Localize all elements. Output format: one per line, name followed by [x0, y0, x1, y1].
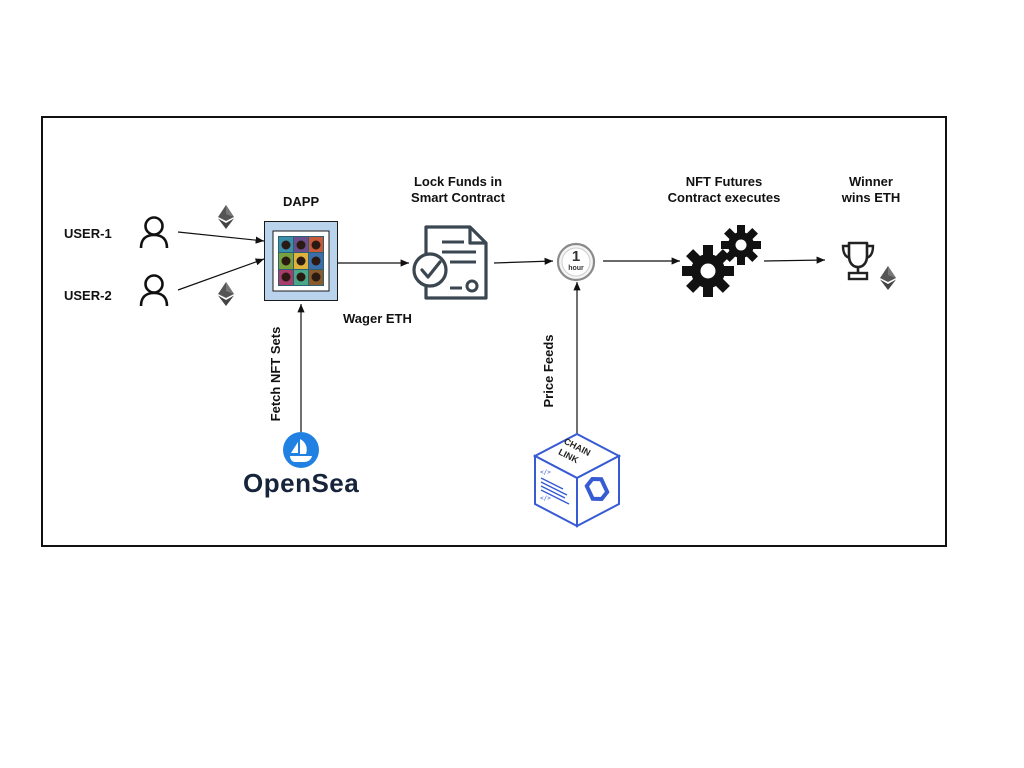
arrow-user2-dapp: [177, 258, 265, 291]
nft-futures-line1: NFT Futures: [685, 174, 763, 189]
diagram-frame: [41, 116, 947, 547]
fetch-nft-sets-label: Fetch NFT Sets: [268, 326, 283, 422]
contract-document-icon: [412, 225, 488, 300]
opensea-wordmark: OpenSea: [243, 468, 360, 498]
winner-label: Winner wins ETH: [832, 174, 910, 206]
chainlink-cube-shape: </> </>: [533, 432, 622, 528]
ethereum-icon: [880, 266, 896, 290]
lock-funds-line1: Lock Funds in: [413, 174, 503, 189]
clock-unit: hour: [568, 265, 584, 272]
chainlink-cube-icon: </> </> CHAIN LINK: [533, 432, 623, 528]
winner-line1: Winner: [849, 174, 893, 189]
user2-label: USER-2: [64, 288, 112, 303]
clock-face: [556, 242, 596, 282]
nft-grid-icon: [264, 221, 338, 301]
arrow-lock-clock: [493, 257, 554, 265]
user1-label: USER-1: [64, 226, 112, 241]
lock-funds-label: Lock Funds in Smart Contract: [400, 174, 516, 206]
opensea-logo-icon: [283, 432, 319, 468]
wager-eth-label: Wager ETH: [343, 311, 412, 326]
user-icon: [139, 274, 169, 307]
lock-funds-line2: Smart Contract: [411, 190, 505, 205]
nft-futures-label: NFT Futures Contract executes: [656, 174, 792, 206]
clock-number: 1: [571, 248, 581, 265]
user-icon: [139, 216, 169, 249]
svg-text:</>: </>: [540, 495, 551, 502]
arrow-user1-dapp: [177, 231, 265, 244]
dapp-label: DAPP: [283, 194, 320, 209]
svg-text:</>: </>: [540, 469, 551, 476]
gears-icon: [682, 225, 761, 297]
nft-futures-line2: Contract executes: [667, 190, 781, 205]
ethereum-icon: [218, 282, 234, 306]
arrow-gears-trophy: [763, 256, 826, 264]
price-feeds-label: Price Feeds: [541, 334, 556, 408]
ethereum-icon: [218, 205, 234, 229]
trophy-icon: [841, 241, 875, 281]
clock-icon: 1 hour: [556, 242, 596, 282]
winner-line2: wins ETH: [841, 190, 901, 205]
